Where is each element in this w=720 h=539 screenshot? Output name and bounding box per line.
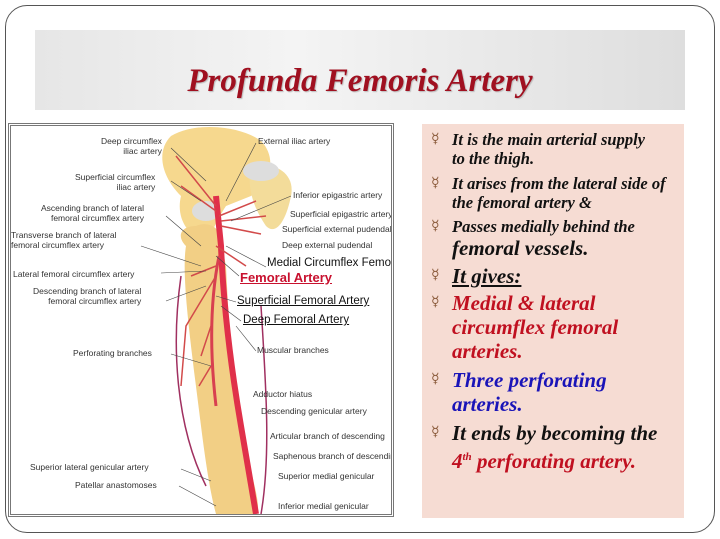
label-adductor-hiatus: Adductor hiatus [253, 389, 313, 399]
thigh-illustration [140, 126, 292, 514]
label-patellar-anastomoses: Patellar anastomoses [75, 480, 157, 490]
label-femoral-artery: Femoral Artery [240, 270, 332, 285]
profunda-artery-shape [210, 255, 221, 407]
bullet-perforating-arteries: Three perforating arteries. [422, 368, 652, 416]
label-external-iliac: External iliac artery [258, 136, 331, 146]
label-superficial-epigastric: Superficial epigastric artery [290, 209, 393, 219]
label-superior-lateral-genicular: Superior lateral genicular artery [30, 462, 149, 472]
slide-title: Profunda Femoris Artery [187, 63, 533, 99]
label-inferior-epigastric: Inferior epigastric artery [293, 190, 383, 200]
bullet-text-box: It is the main arterial supply to the th… [422, 124, 684, 518]
label-superficial-femoral-artery: Superficial Femoral Artery [237, 295, 370, 307]
label-deep-femoral-artery: Deep Femoral Artery [243, 314, 350, 326]
bullet-circumflex-arteries: Medial & lateral circumflex femoral arte… [422, 291, 662, 363]
label-lateral-femoral-circumflex: Lateral femoral circumflex artery [13, 269, 135, 279]
thigh-outline [175, 275, 268, 514]
femur-shape [180, 224, 259, 514]
label-muscular-branches: Muscular branches [257, 345, 329, 355]
label-inferior-medial-genicular: Inferior medial genicular [278, 501, 369, 511]
bullet-main-supply: It is the main arterial supply to the th… [422, 130, 657, 168]
title-bar: Profunda Femoris Artery [35, 30, 685, 110]
bullet-arises: It arises from the lateral side of the f… [422, 174, 672, 212]
label-descending-genicular: Descending genicular artery [261, 406, 367, 416]
label-deep-external-pudendal: Deep external pudendal [282, 240, 373, 250]
bullet-ends: It ends by becoming the 4th perforating … [422, 421, 677, 473]
pelvis-shape [162, 126, 271, 241]
label-articular-branch: Articular branch of descending [270, 431, 385, 441]
label-superior-medial-genicular: Superior medial genicular [278, 471, 375, 481]
label-medial-circumflex-femoral: Medial Circumflex Femoral [267, 257, 394, 269]
femoral-artery-shape [213, 195, 259, 514]
bullet-it-gives: It gives: [422, 264, 684, 288]
label-superficial-external-pudendal: Superficial external pudendal [282, 224, 392, 234]
leader-lines [140, 142, 292, 507]
label-saphenous-branch: Saphenous branch of descending [273, 451, 394, 461]
label-perforating-branches: Perforating branches [73, 348, 152, 358]
